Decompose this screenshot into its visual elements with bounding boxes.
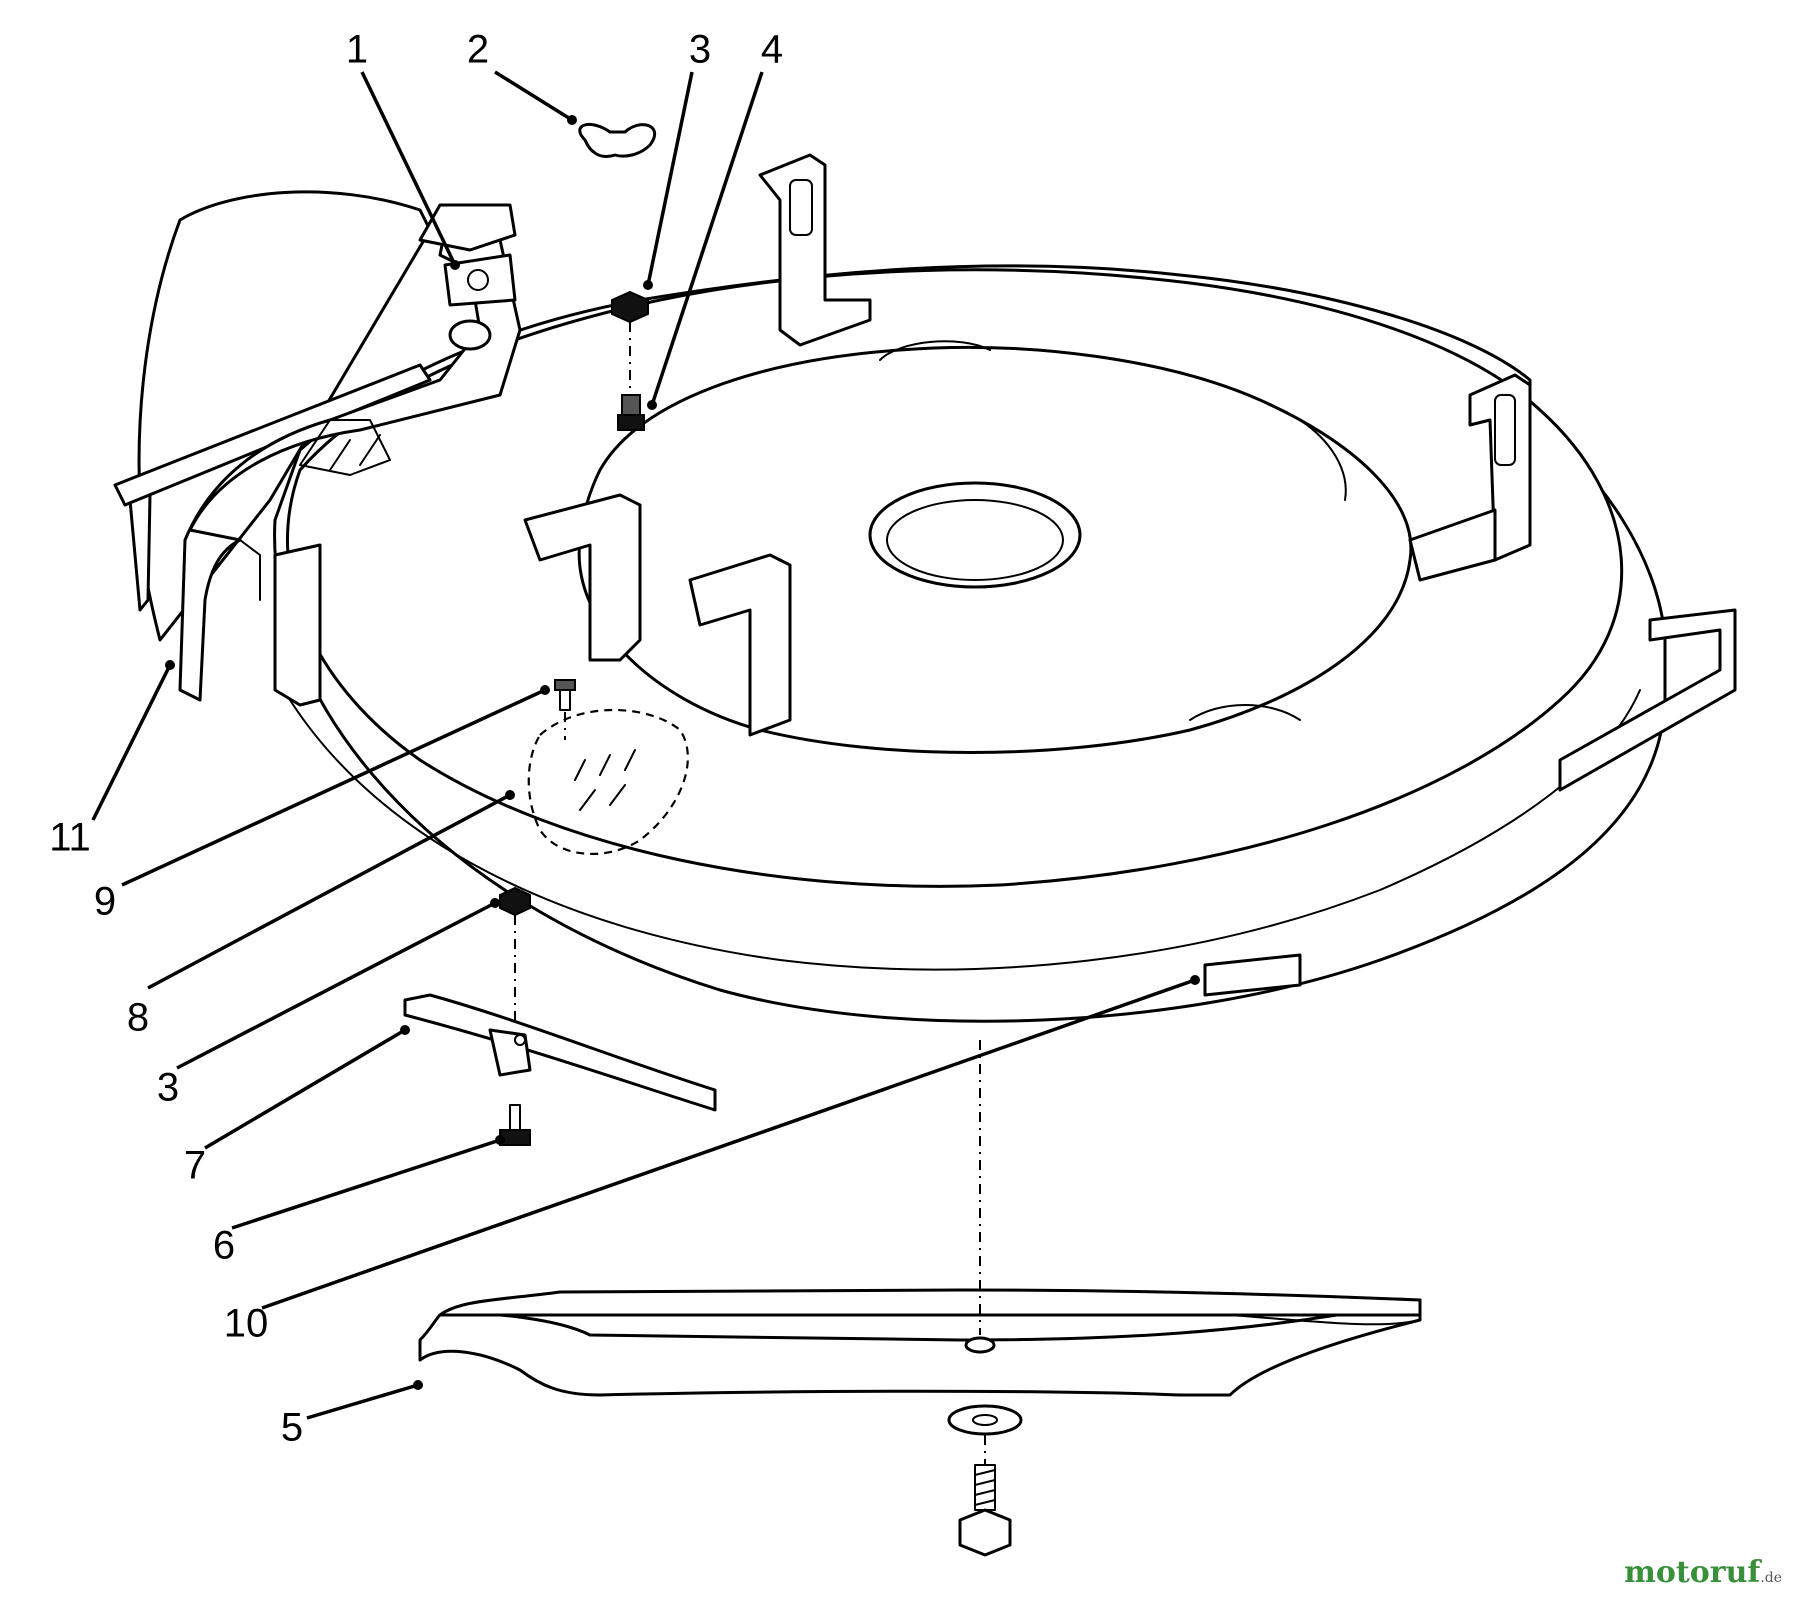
- callout-8: 8: [127, 996, 149, 1040]
- callout-7: 7: [184, 1144, 206, 1188]
- callout-10: 10: [224, 1302, 269, 1346]
- callout-6: 6: [213, 1224, 235, 1268]
- callout-9: 9: [94, 880, 116, 924]
- hex-nut-lower: [499, 886, 531, 917]
- blade-hardware: [947, 1404, 1023, 1557]
- discharge-plate: [527, 709, 689, 855]
- watermark-suffix: .de: [1760, 1570, 1782, 1586]
- callout-3-top: 3: [689, 28, 711, 72]
- wing-nut: [578, 123, 657, 158]
- watermark-logo: motoruf.de: [1624, 1555, 1782, 1590]
- baffle: [403, 993, 717, 1112]
- callout-5: 5: [281, 1406, 303, 1450]
- discharge-deflector: [113, 190, 522, 702]
- hex-nut-top: [611, 290, 649, 324]
- callout-1: 1: [346, 28, 368, 72]
- mower-blade: [418, 1288, 1422, 1397]
- callout-2: 2: [467, 28, 489, 72]
- callout-labels: 1 2 3 4 11 9 8 3 7 6 10 5: [49, 28, 783, 1450]
- callout-11: 11: [49, 816, 91, 860]
- callout-4: 4: [761, 28, 783, 72]
- bolt-top: [617, 394, 645, 431]
- leader-lines: [91, 70, 1200, 1420]
- screw: [554, 679, 576, 711]
- callout-3-lower: 3: [157, 1066, 179, 1110]
- watermark-main: motoruf: [1624, 1555, 1761, 1590]
